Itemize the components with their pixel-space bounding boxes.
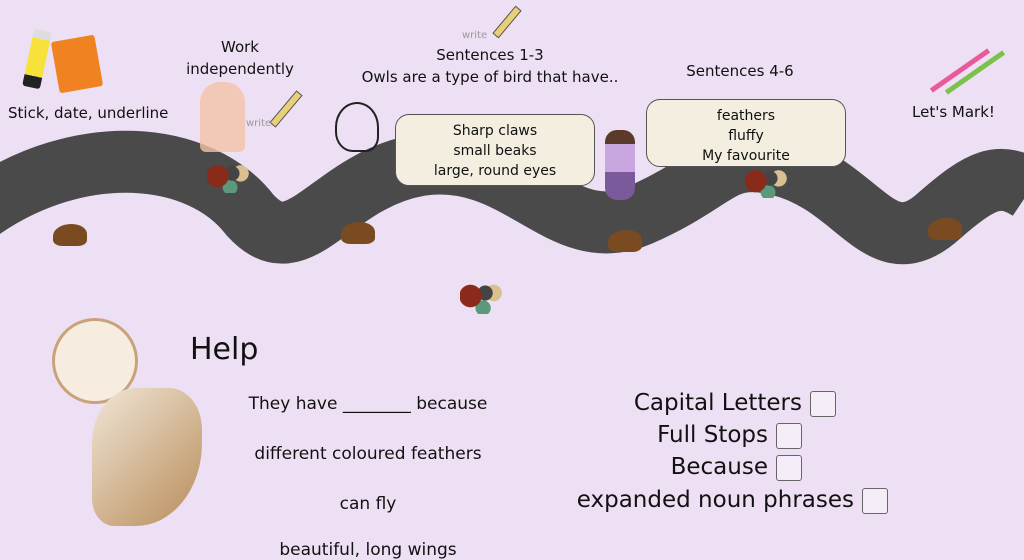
hedgehog-icon (608, 230, 642, 252)
step-lets-mark: Let's Mark! (912, 103, 995, 121)
help-line: different coloured feathers (254, 444, 482, 464)
barn-owl-illustration (52, 318, 202, 526)
checklist-label: Capital Letters (633, 390, 802, 416)
checklist-label: Because (670, 454, 768, 480)
write-label-2: write (462, 30, 488, 41)
winding-road (0, 130, 1024, 265)
child-writing-icon (200, 82, 245, 152)
word: small beaks (453, 143, 537, 159)
checkbox[interactable] (862, 487, 888, 514)
word: Sharp claws (452, 123, 538, 139)
checklist-label: expanded noun phrases (576, 487, 854, 513)
word: fluffy (728, 128, 764, 144)
step-stick: Stick, date, underline (8, 104, 169, 122)
checkbox[interactable] (776, 422, 802, 449)
checkbox[interactable] (810, 390, 836, 417)
help-line: They have ________ because (248, 394, 488, 414)
write-label: write (246, 118, 272, 129)
beans-icon (207, 165, 249, 193)
help-title: Help (190, 332, 259, 367)
step-work-line2: independently (186, 60, 294, 78)
word-bank-box-2: feathers fluffy My favourite (646, 99, 846, 167)
checklist-capital-letters: Capital Letters (634, 390, 836, 417)
sentences-1-3-prompt: Owls are a type of bird that have.. (361, 68, 619, 86)
checklist-full-stops: Full Stops (657, 422, 802, 449)
checkbox[interactable] (776, 454, 802, 481)
help-line: can fly (339, 494, 397, 514)
beans-icon (460, 284, 502, 314)
hedgehog-icon (341, 222, 375, 244)
checklist-label: Full Stops (657, 422, 768, 448)
help-line: beautiful, long wings (279, 540, 457, 560)
hedgehog-icon (928, 218, 962, 240)
exercise-book-icon (50, 34, 104, 94)
speaking-head-icon (335, 102, 379, 152)
beans-icon (745, 170, 787, 198)
checklist-expanded-noun-phrases: expanded noun phrases (577, 487, 888, 514)
sentences-1-3-title: Sentences 1-3 (436, 46, 544, 64)
hedgehog-icon (53, 224, 87, 246)
word: My favourite (702, 148, 790, 164)
word: large, round eyes (433, 163, 557, 179)
word-bank-box-1: Sharp claws small beaks large, round eye… (395, 114, 595, 186)
word: feathers (716, 108, 776, 124)
step-work-line1: Work (221, 38, 259, 56)
sentences-4-6-title: Sentences 4-6 (686, 62, 794, 80)
girl-on-chair-icon (605, 130, 635, 200)
checklist-because: Because (671, 454, 802, 481)
